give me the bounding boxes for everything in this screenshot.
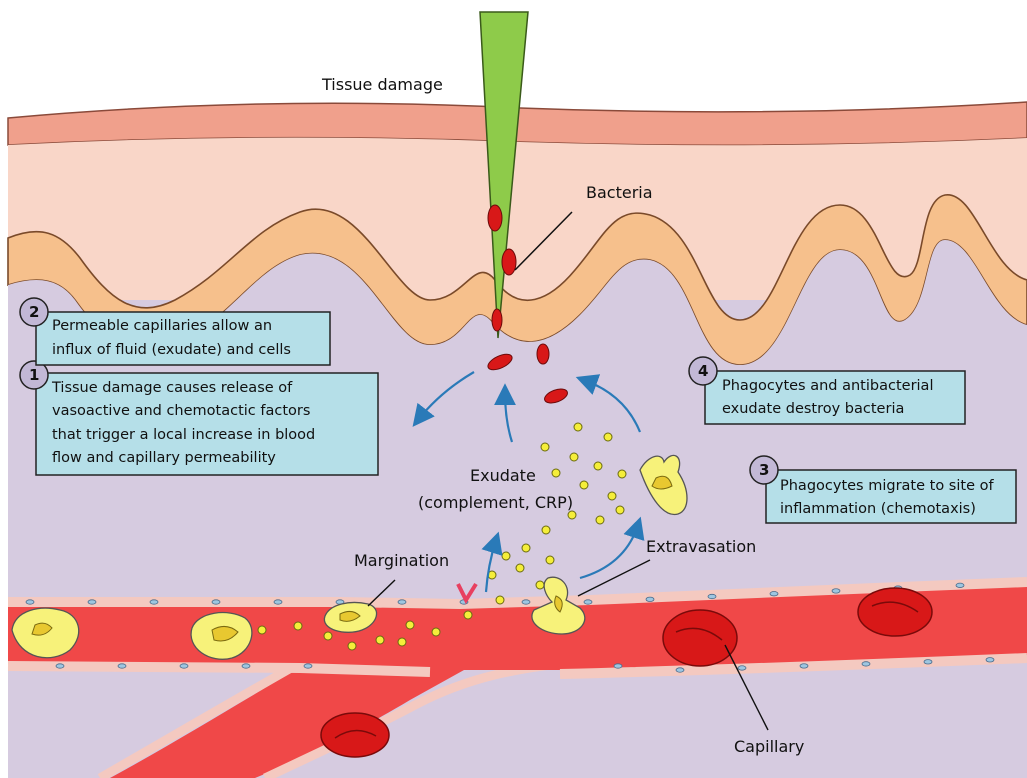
exudate-particle: [604, 433, 612, 441]
exudate-particle: [348, 642, 356, 650]
exudate-particle: [464, 611, 472, 619]
endothelial-nucleus: [522, 600, 530, 604]
bacterium: [492, 309, 502, 331]
exudate-particle: [516, 564, 524, 572]
endothelial-nucleus: [274, 600, 282, 604]
svg-text:Tissue damage causes release o: Tissue damage causes release of: [51, 380, 293, 396]
exudate-particle: [258, 626, 266, 634]
endothelial-nucleus: [708, 594, 716, 598]
exudate-particle: [570, 453, 578, 461]
svg-text:Phagocytes migrate to site of: Phagocytes migrate to site of: [780, 478, 994, 494]
exudate-particle: [594, 462, 602, 470]
endothelial-nucleus: [304, 664, 312, 668]
endothelial-nucleus: [832, 589, 840, 593]
endothelial-nucleus: [738, 666, 746, 670]
exudate-particle: [536, 581, 544, 589]
endothelial-nucleus: [242, 664, 250, 668]
svg-text:influx of fluid (exudate) and: influx of fluid (exudate) and cells: [52, 342, 291, 358]
endothelial-nucleus: [150, 600, 158, 604]
endothelial-nucleus: [676, 668, 684, 672]
exudate-particle: [574, 423, 582, 431]
exudate-particle: [546, 556, 554, 564]
endothelial-nucleus: [614, 664, 622, 668]
exudate-particle: [580, 481, 588, 489]
exudate-particle: [406, 621, 414, 629]
endothelial-nucleus: [584, 600, 592, 604]
endothelial-nucleus: [770, 592, 778, 596]
svg-text:Permeable capillaries allow an: Permeable capillaries allow an: [52, 318, 272, 334]
endothelial-nucleus: [646, 597, 654, 601]
exudate-particle: [398, 638, 406, 646]
svg-text:2: 2: [29, 303, 39, 321]
endothelial-nucleus: [862, 662, 870, 666]
exudate-particle: [542, 526, 550, 534]
endothelial-nucleus: [956, 583, 964, 587]
svg-text:Phagocytes and antibacterial: Phagocytes and antibacterial: [722, 378, 933, 394]
bacterium: [488, 205, 502, 231]
exudate-particle: [568, 511, 576, 519]
label-exudate: Exudate: [470, 466, 536, 485]
svg-text:inflammation (chemotaxis): inflammation (chemotaxis): [780, 501, 976, 517]
bacterium: [537, 344, 549, 364]
red-blood-cell: [321, 713, 389, 757]
svg-text:exudate destroy bacteria: exudate destroy bacteria: [722, 401, 904, 417]
svg-text:vasoactive and chemotactic fac: vasoactive and chemotactic factors: [52, 403, 310, 419]
exudate-particle: [376, 636, 384, 644]
svg-text:1: 1: [29, 366, 39, 384]
svg-text:3: 3: [759, 461, 769, 479]
exudate-particle: [608, 492, 616, 500]
endothelial-nucleus: [212, 600, 220, 604]
exudate-particle: [596, 516, 604, 524]
label-bacteria: Bacteria: [586, 183, 653, 202]
red-blood-cell: [858, 588, 932, 636]
svg-text:that trigger a local increase: that trigger a local increase in blood: [52, 427, 315, 443]
exudate-particle: [541, 443, 549, 451]
endothelial-nucleus: [800, 664, 808, 668]
exudate-particle: [324, 632, 332, 640]
exudate-particle: [616, 506, 624, 514]
endothelial-nucleus: [986, 658, 994, 662]
exudate-particle: [618, 470, 626, 478]
exudate-particle: [294, 622, 302, 630]
endothelial-nucleus: [924, 660, 932, 664]
endothelial-nucleus: [88, 600, 96, 604]
red-blood-cell: [663, 610, 737, 666]
label-tissue-damage: Tissue damage: [321, 75, 443, 94]
endothelial-nucleus: [180, 664, 188, 668]
svg-text:4: 4: [698, 362, 708, 380]
bacterium: [502, 249, 516, 275]
endothelial-nucleus: [26, 600, 34, 604]
exudate-particle: [496, 596, 504, 604]
label-extravasation: Extravasation: [646, 537, 756, 556]
endothelial-nucleus: [118, 664, 126, 668]
exudate-particle: [432, 628, 440, 636]
exudate-particle: [522, 544, 530, 552]
exudate-particle: [502, 552, 510, 560]
label-capillary: Capillary: [734, 737, 804, 756]
endothelial-nucleus: [56, 664, 64, 668]
exudate-particle: [552, 469, 560, 477]
svg-text:flow and capillary permeabilit: flow and capillary permeability: [52, 450, 276, 466]
step-1-callout: 1 Tissue damage causes release of vasoac…: [20, 361, 378, 475]
label-exudate-detail: (complement, CRP): [418, 493, 573, 512]
label-margination: Margination: [354, 551, 449, 570]
endothelial-nucleus: [398, 600, 406, 604]
